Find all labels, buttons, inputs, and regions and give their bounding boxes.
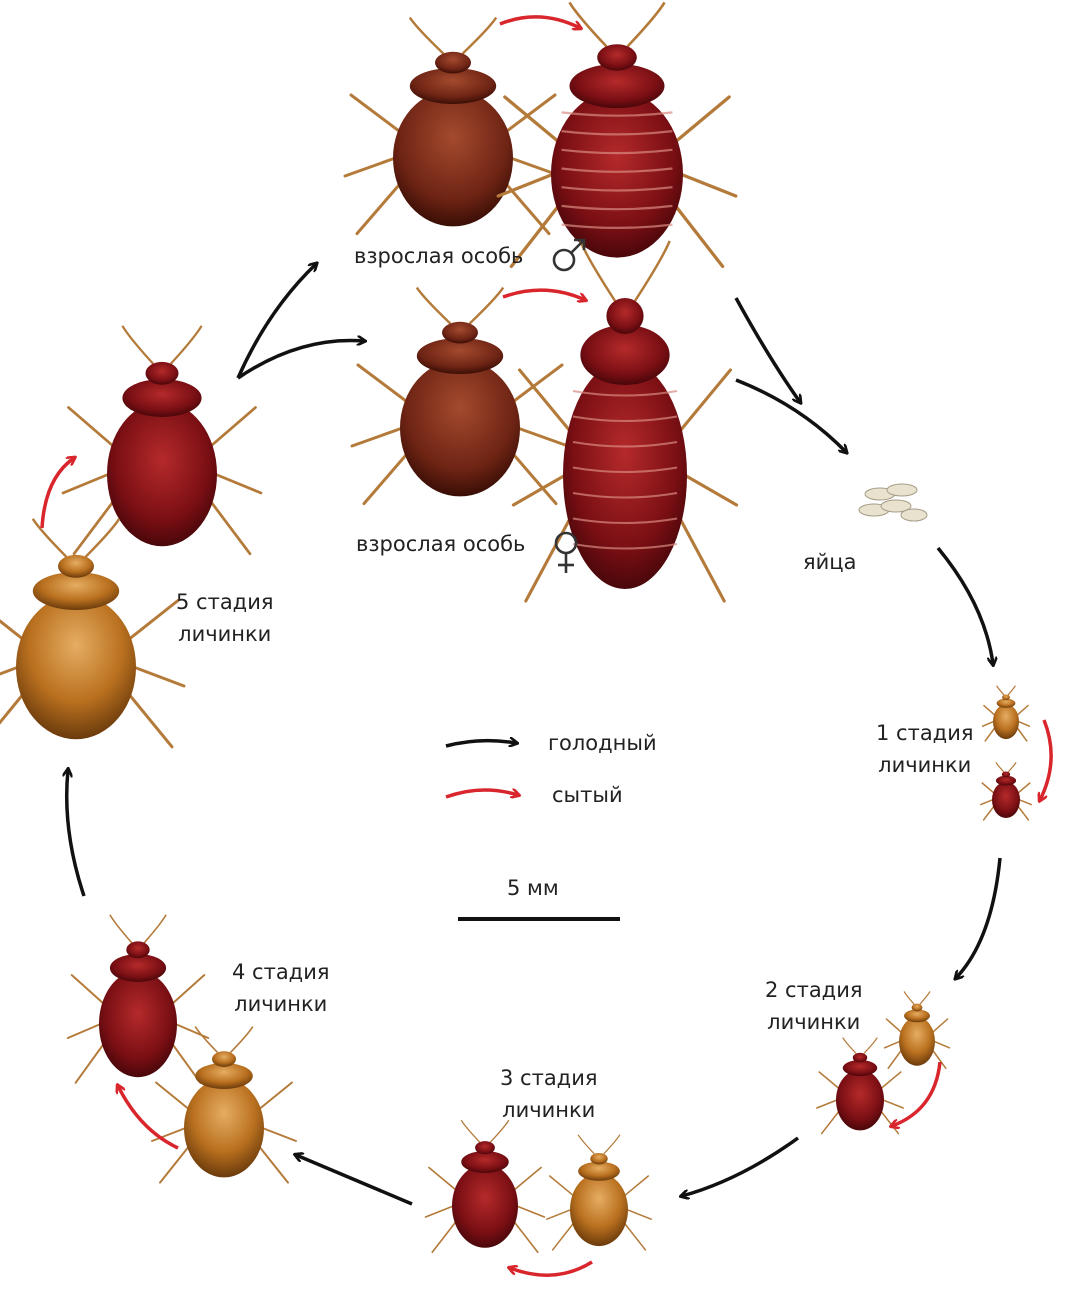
scale-label: 5 мм [507,876,559,900]
male-symbol-icon [554,240,584,270]
legend-fed-arrow [446,790,518,797]
label-stage-5: 5 стадияличинки [176,586,273,650]
stage4-fed-bug [68,915,208,1083]
fed-arrow-stage4 [118,1086,178,1148]
stage1-hungry-bug [983,686,1030,741]
adult-female-hungry-bug [352,288,568,504]
adult-male-hungry-bug [345,18,561,234]
stage2-hungry-bug [885,991,950,1068]
arrow-stage5-to-male [238,264,316,378]
arrow-stage4-to-stage5 [67,770,84,896]
stage3-fed-bug [426,1120,545,1252]
fed-arrow-stage2 [892,1062,940,1126]
fed-arrow-adult-female [503,290,585,300]
eggs-cluster [859,484,927,521]
legend-fed-label: сытый [552,783,623,807]
fed-arrow-stage3 [510,1262,592,1275]
fed-arrow-stage5 [42,458,74,528]
arrow-male-to-eggs [736,298,800,402]
stage4-hungry-bug [152,1027,296,1183]
label-adult-male: взрослая особь [354,240,523,272]
label-adult-female: взрослая особь [356,528,525,560]
stage1-fed-bug [981,762,1031,820]
label-stage-1: 1 стадияличинки [876,717,973,781]
arrow-stage3-to-stage4 [296,1155,412,1204]
stage3-hungry-bug [547,1135,651,1250]
arrow-eggs-to-stage1 [938,548,993,664]
stage5-fed-bug [63,326,261,554]
stage5-hungry-bug [0,519,184,747]
label-stage-3: 3 стадияличинки [500,1062,597,1126]
label-eggs: яйца [803,546,856,578]
legend-hungry-arrow [446,741,516,746]
fed-arrow-stage1 [1040,720,1051,800]
arrow-stage2-to-stage3 [682,1138,798,1196]
label-stage-2: 2 стадияличинки [765,974,862,1038]
fed-arrow-adult-male [500,17,580,28]
arrow-stage1-to-stage2 [956,858,1000,978]
adult-female-fed-bug [513,241,736,601]
stage2-fed-bug [817,1038,903,1134]
legend-hungry-label: голодный [548,731,657,755]
adult-male-fed-bug [498,2,736,266]
label-stage-4: 4 стадияличинки [232,956,329,1020]
arrow-stage5-to-female [238,340,364,378]
